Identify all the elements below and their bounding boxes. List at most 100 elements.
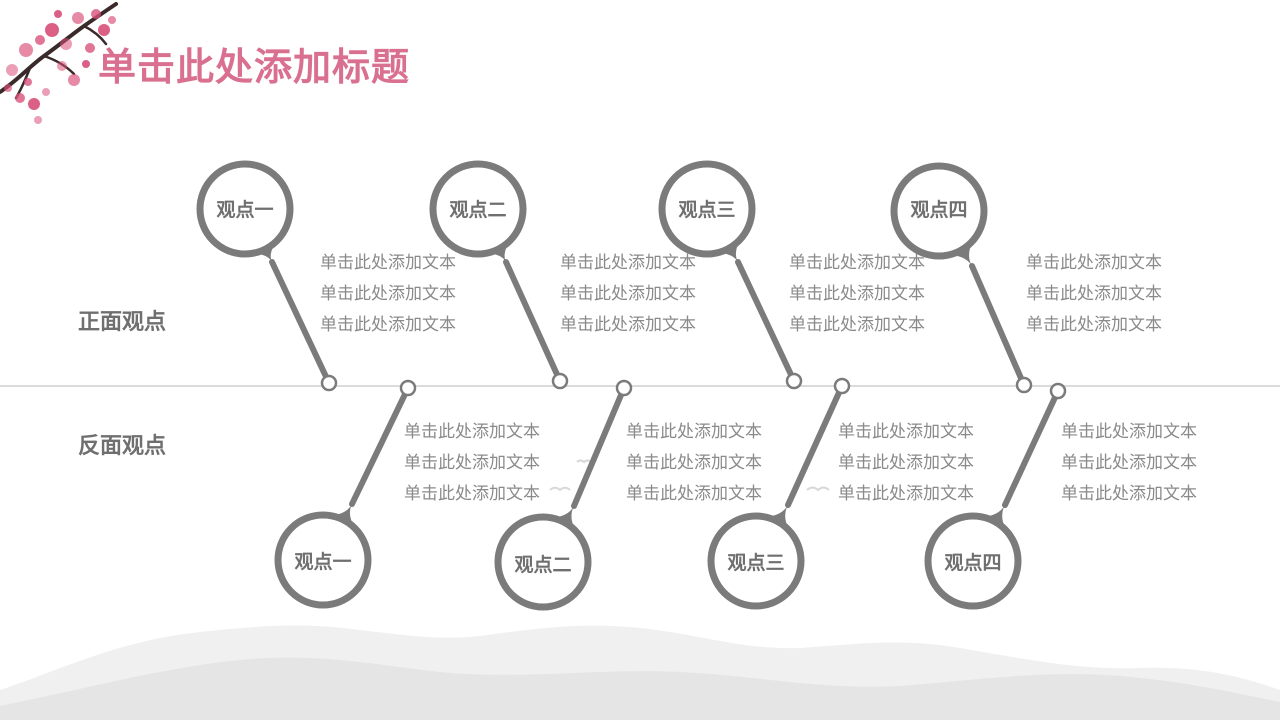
lower-pin-1 (274, 379, 417, 609)
blossom-icon (42, 88, 50, 96)
upper-category-label: 正面观点 (78, 310, 167, 335)
text-line: 单击此处添加文本 (1061, 422, 1197, 442)
upper-text-block-1[interactable]: 单击此处添加文本 单击此处添加文本 单击此处添加文本 (320, 248, 456, 341)
blossom-icon (34, 116, 42, 124)
blossom-icon (54, 10, 62, 18)
pin-stem (269, 259, 332, 386)
bird-icon (549, 486, 571, 492)
pin-end-dot (1015, 376, 1033, 394)
lower-text-block-1[interactable]: 单击此处添加文本 单击此处添加文本 单击此处添加文本 (404, 417, 540, 510)
text-line: 单击此处添加文本 (789, 284, 925, 304)
text-line: 单击此处添加文本 (789, 315, 925, 335)
lower-text-block-3[interactable]: 单击此处添加文本 单击此处添加文本 单击此处添加文本 (838, 417, 974, 510)
pin-ring (707, 512, 805, 610)
upper-pin-label-4: 观点四 (910, 199, 968, 221)
text-line: 单击此处添加文本 (1061, 453, 1197, 473)
pin-ring (429, 160, 527, 258)
lower-pin-label-1: 观点一 (294, 551, 352, 573)
bird-icon (576, 459, 592, 464)
pin-stem (349, 385, 411, 507)
text-line: 单击此处添加文本 (560, 284, 696, 304)
pin-ring (196, 160, 294, 258)
lower-text-block-4[interactable]: 单击此处添加文本 单击此处添加文本 单击此处添加文本 (1061, 417, 1197, 510)
text-line: 单击此处添加文本 (626, 422, 762, 442)
blossom-icon (60, 38, 72, 50)
pin-ring (494, 513, 592, 611)
pin-stem (1002, 388, 1061, 508)
blossom-icon (15, 93, 25, 103)
pin-stem (503, 259, 563, 384)
blossom-icon (24, 78, 32, 86)
text-line: 单击此处添加文本 (560, 315, 696, 335)
text-line: 单击此处添加文本 (560, 253, 696, 273)
upper-pin-4 (890, 162, 1033, 394)
blossom-icon (19, 43, 33, 57)
blossom-icon (68, 74, 80, 86)
pin-ring (274, 511, 372, 609)
text-line: 单击此处添加文本 (1061, 484, 1197, 504)
text-line: 单击此处添加文本 (789, 253, 925, 273)
pin-ring (924, 512, 1022, 610)
upper-pin-label-1: 观点一 (216, 199, 274, 221)
lower-pin-label-3: 观点三 (727, 552, 785, 574)
upper-text-block-3[interactable]: 单击此处添加文本 单击此处添加文本 单击此处添加文本 (789, 248, 925, 341)
blossom-icon (91, 9, 101, 19)
pin-end-dot (785, 372, 803, 390)
pin-end-dot (320, 374, 338, 392)
mountain-front (0, 657, 1280, 720)
blossom-icon (85, 43, 95, 53)
text-line: 单击此处添加文本 (838, 484, 974, 504)
blossom-icon (28, 98, 40, 110)
upper-pin-3 (658, 160, 803, 390)
text-line: 单击此处添加文本 (1026, 315, 1162, 335)
pin-end-dot (399, 379, 417, 397)
text-line: 单击此处添加文本 (404, 484, 540, 504)
lower-category-label: 反面观点 (78, 434, 167, 459)
blossom-icon (45, 23, 59, 37)
pin-end-dot (551, 372, 569, 390)
blossom-icon (35, 35, 45, 45)
lower-pin-label-2: 观点二 (514, 554, 572, 576)
text-line: 单击此处添加文本 (626, 453, 762, 473)
pin-ring (658, 160, 756, 258)
pin-end-dot (615, 379, 633, 397)
pin-stem (785, 383, 845, 508)
pin-ring (890, 162, 988, 260)
blossom-icon (4, 84, 12, 92)
upper-text-block-4[interactable]: 单击此处添加文本 单击此处添加文本 单击此处添加文本 (1026, 248, 1162, 341)
text-line: 单击此处添加文本 (320, 253, 456, 273)
text-line: 单击此处添加文本 (404, 453, 540, 473)
text-line: 单击此处添加文本 (838, 422, 974, 442)
blossom-icon (82, 60, 90, 68)
lower-pin-2 (494, 379, 633, 611)
upper-text-block-2[interactable]: 单击此处添加文本 单击此处添加文本 单击此处添加文本 (560, 248, 696, 341)
text-line: 单击此处添加文本 (626, 484, 762, 504)
slide-title[interactable]: 单击此处添加标题 (98, 45, 411, 89)
text-line: 单击此处添加文本 (320, 315, 456, 335)
blossom-icon (98, 24, 110, 36)
lower-pin-3 (707, 377, 851, 610)
text-line: 单击此处添加文本 (838, 453, 974, 473)
text-line: 单击此处添加文本 (404, 422, 540, 442)
bird-icon (806, 486, 830, 492)
upper-pin-1 (196, 160, 338, 392)
pin-end-dot (833, 377, 851, 395)
pin-stem (735, 259, 797, 384)
lower-pin-4 (924, 382, 1067, 610)
text-line: 单击此处添加文本 (1026, 253, 1162, 273)
lower-text-block-2[interactable]: 单击此处添加文本 单击此处添加文本 单击此处添加文本 (626, 417, 762, 510)
lower-pin-label-4: 观点四 (944, 552, 1002, 574)
upper-pin-2 (429, 160, 569, 390)
pin-end-dot (1049, 382, 1067, 400)
pin-stem (571, 385, 627, 509)
pin-stem (969, 263, 1027, 388)
blossom-icon (72, 12, 84, 24)
upper-pin-label-3: 观点三 (678, 199, 736, 221)
blossom-icon (6, 64, 18, 76)
text-line: 单击此处添加文本 (1026, 284, 1162, 304)
blossom-icon (57, 61, 67, 71)
upper-pin-label-2: 观点二 (449, 199, 507, 221)
